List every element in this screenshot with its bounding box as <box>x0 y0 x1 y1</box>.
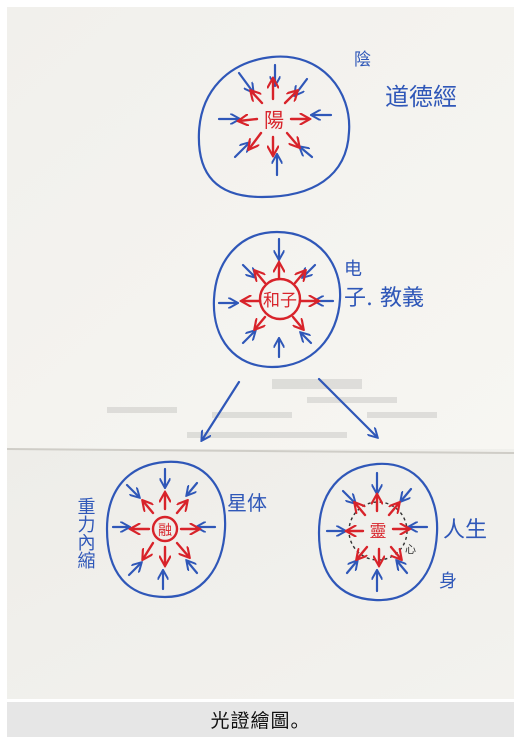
diagram-drawing: 陽 陰 道德經 <box>7 7 514 699</box>
bottom-right-circle-group: 靈 心 人生 身 <box>317 462 487 602</box>
top-center-char: 陽 <box>264 108 284 132</box>
middle-side-char: 电 <box>344 259 362 280</box>
top-side-char: 陰 <box>354 50 371 70</box>
caption-bar: 光證繪圖。 <box>7 702 514 737</box>
top-label-text: 道德經 <box>385 83 457 111</box>
bottom-right-outer-circle <box>317 462 439 602</box>
middle-outer-circle <box>212 230 342 369</box>
middle-outward-arrows <box>242 263 318 329</box>
bottom-right-outward-arrows <box>347 495 409 565</box>
middle-label-text: 子. 教義 <box>344 286 424 311</box>
bottom-left-center-char: 融 <box>158 523 172 539</box>
bottom-right-bottom-label: 身 <box>439 571 457 592</box>
top-outward-arrows <box>239 79 309 155</box>
bottom-left-outward-arrows <box>131 493 199 565</box>
bottom-left-inward-arrows <box>111 467 217 591</box>
middle-circle-group: 和子 电 子. 教義 <box>212 230 424 369</box>
paper-bottom-sheet <box>7 449 514 699</box>
image-caption: 光證繪圖。 <box>210 710 311 732</box>
top-outer-circle <box>197 55 351 199</box>
middle-center-chars: 和子 <box>263 291 297 311</box>
top-inward-arrows <box>217 63 333 177</box>
bottom-left-right-label: 星体 <box>227 491 267 515</box>
bottom-left-left-label: 重力內縮 <box>75 497 96 569</box>
hand-drawn-diagram-photo: 陽 陰 道德經 <box>7 7 514 699</box>
bottom-right-right-label: 人生 <box>443 518 487 543</box>
top-circle-group: 陽 陰 道德經 <box>197 50 457 199</box>
bottom-right-center-char: 靈 <box>370 522 387 542</box>
bottom-right-inner-label: 心 <box>405 543 416 556</box>
bottom-left-circle-group: 融 星体 重力內縮 <box>75 460 267 599</box>
paper-fold-line <box>7 448 514 454</box>
right-branch-arrow <box>317 377 377 437</box>
bottom-left-core-circle <box>151 515 179 543</box>
bleed-through-marks <box>107 379 437 438</box>
left-branch-arrow <box>202 380 241 440</box>
bottom-left-outer-circle <box>105 460 227 599</box>
paper-top-sheet <box>7 7 514 455</box>
